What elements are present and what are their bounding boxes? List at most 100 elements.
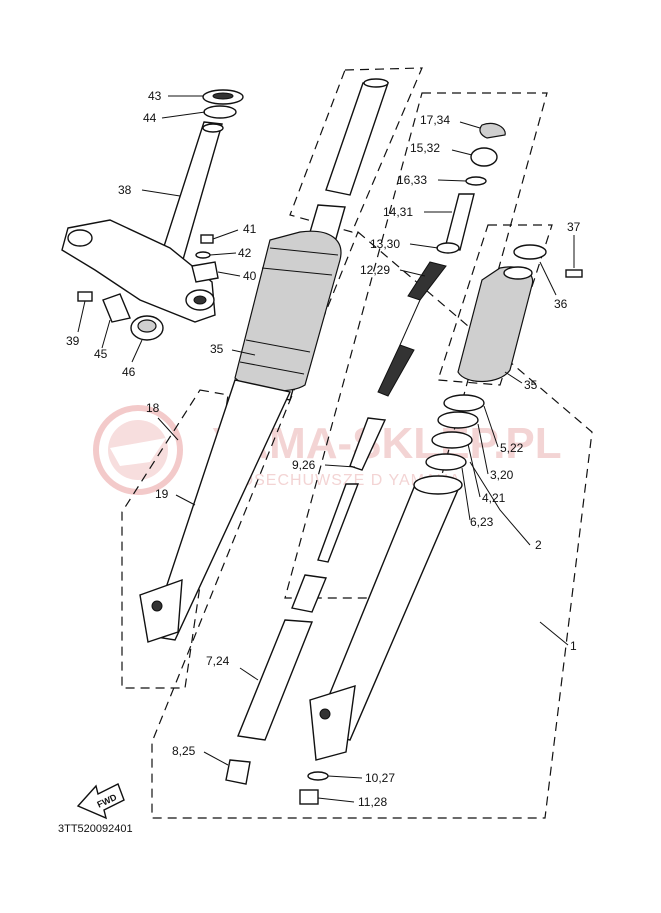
upper-tube-outline <box>289 67 423 233</box>
leader <box>477 423 489 475</box>
leader <box>459 121 481 129</box>
washer-13 <box>436 242 460 254</box>
leader <box>327 775 363 779</box>
leader <box>203 751 229 766</box>
watermark-logo-icon <box>93 405 183 495</box>
boot-rib <box>239 361 305 375</box>
damper-rod-9 <box>349 417 387 471</box>
spring-rod <box>399 299 421 346</box>
leader <box>175 494 196 506</box>
right-boot-top <box>503 266 533 280</box>
leader <box>131 339 143 363</box>
leader <box>483 405 499 448</box>
left-axle-lug <box>139 578 183 643</box>
left-fork <box>139 204 346 643</box>
callout-14-31: 14,31 <box>383 205 413 219</box>
callout-13-30: 13,30 <box>370 237 400 251</box>
callout-36: 36 <box>554 297 568 311</box>
leader <box>217 271 241 277</box>
leader-lines <box>77 95 575 803</box>
bolt-41 <box>200 234 214 244</box>
callout-43: 43 <box>148 89 162 103</box>
boot-rib <box>269 247 339 256</box>
spacer-14 <box>444 193 475 251</box>
callout-7-24: 7,24 <box>206 654 230 668</box>
damper-rod-lower <box>317 483 360 563</box>
left-fork-outline <box>121 389 229 689</box>
right-axle-lug <box>309 685 356 761</box>
callout-15-32: 15,32 <box>410 141 440 155</box>
callout-42: 42 <box>238 246 252 260</box>
callout-11-28: 11,28 <box>358 795 387 809</box>
callout-9-26: 9,26 <box>292 458 316 472</box>
holder-45 <box>102 293 131 323</box>
seal-5 <box>443 394 485 412</box>
inner-tube-7 <box>237 619 314 741</box>
cap-bolt-15 <box>470 147 498 167</box>
leader <box>231 349 256 356</box>
leader <box>161 111 206 119</box>
spring-12-lower <box>377 344 415 397</box>
right-axle-hole <box>319 708 331 720</box>
bolt-11 <box>299 789 319 805</box>
right-fork-outline <box>151 231 593 819</box>
bracket-40 <box>191 261 219 283</box>
callout-4-21: 4,21 <box>482 491 506 505</box>
clamp-hole <box>193 295 207 305</box>
upper-tube <box>325 82 389 196</box>
leader <box>157 417 179 441</box>
callout-1: 1 <box>570 639 577 653</box>
leader <box>539 621 569 646</box>
callout-5-22: 5,22 <box>500 441 524 455</box>
callout-45: 45 <box>94 347 108 361</box>
washer-6 <box>425 453 467 471</box>
clamp-36 <box>513 244 547 260</box>
leader <box>451 149 473 156</box>
leader <box>437 179 467 182</box>
leader <box>77 300 86 333</box>
spring-12-upper <box>407 261 447 301</box>
leader <box>504 371 523 384</box>
callout-35-right: 35 <box>524 378 538 392</box>
leader <box>409 243 439 249</box>
callout-2: 2 <box>535 538 542 552</box>
leader <box>209 252 237 256</box>
bolt-37 <box>565 269 583 278</box>
seal-3 <box>437 411 479 429</box>
leader <box>212 229 239 240</box>
leader <box>239 667 259 681</box>
cap-17 <box>479 122 506 139</box>
leader <box>467 443 481 498</box>
washer-44 <box>203 105 237 119</box>
callout-12-29: 12,29 <box>360 263 390 277</box>
steering-stem-assembly <box>61 89 244 341</box>
callout-38: 38 <box>118 183 132 197</box>
cap-46-top <box>137 319 157 333</box>
callout-41: 41 <box>243 222 257 236</box>
fork-internals <box>225 78 506 785</box>
boot-outline <box>437 224 553 386</box>
callout-39: 39 <box>66 334 80 348</box>
upper-tube-top <box>363 78 389 88</box>
watermark-tagline: WODSECHUWSZE D YAMAHA <box>212 472 461 489</box>
stem-top <box>202 123 224 133</box>
right-fork <box>299 475 463 805</box>
callout-17-34: 17,34 <box>420 113 450 127</box>
nut-43-hole <box>212 92 234 100</box>
callout-6-23: 6,23 <box>470 515 494 529</box>
callout-35-left: 35 <box>210 342 224 356</box>
leader <box>469 461 531 546</box>
washer-42 <box>195 251 211 259</box>
callout-8-25: 8,25 <box>172 744 196 758</box>
left-axle-hole <box>151 600 163 612</box>
diagram-code: 3TT520092401 <box>58 823 133 835</box>
callout-18: 18 <box>146 401 160 415</box>
fwd-arrow: FWD <box>76 783 125 820</box>
callout-labels: 43 44 38 41 42 40 39 45 46 35 18 19 17,3… <box>66 89 581 809</box>
callout-44: 44 <box>143 111 157 125</box>
bracket-clamp-left <box>67 229 93 247</box>
fwd-arrow-icon <box>76 783 125 820</box>
bolt-39 <box>77 291 93 302</box>
piece-8 <box>225 759 251 785</box>
